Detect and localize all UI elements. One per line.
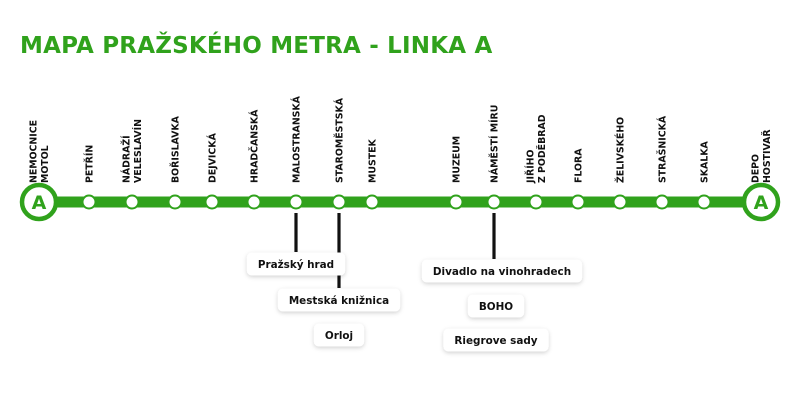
place-card-mestska-kniznica[interactable]: Mestská knižnica [277, 288, 401, 312]
station-borislavka[interactable] [167, 194, 183, 210]
line-letter: A [32, 192, 47, 214]
station-nadrazi-veleslavin[interactable] [124, 194, 140, 210]
place-card-background [246, 252, 346, 276]
station-muzeum[interactable] [448, 194, 464, 210]
station-label-nemocnice-motol: NEMOCNICEMOTOL [29, 120, 52, 183]
station-petrin[interactable] [81, 194, 97, 210]
place-card-label: Mestská knižnica [289, 295, 389, 307]
place-card-background [421, 259, 583, 283]
station-jiriho-z-podebrad[interactable] [528, 194, 544, 210]
station-labels: NEMOCNICEMOTOL PETŘÍN NÁDRAŽÍVELESLAVÍN BOŘ… [29, 95, 774, 184]
place-card-background [467, 294, 525, 318]
terminal-marker-icon [19, 182, 59, 222]
terminal-depo-hostivar[interactable]: A [741, 182, 781, 222]
station-malostranska[interactable] [288, 194, 304, 210]
terminal-marker-icon [741, 182, 781, 222]
station-label-staromestska: STAROMĚSTSKÁ [333, 97, 345, 183]
place-card-background [277, 288, 401, 312]
station-label-borislavka: BOŘISLAVKA [169, 115, 181, 183]
station-namesti-miru[interactable] [486, 194, 502, 210]
station-label-malostranska: MALOSTRANSKÁ [290, 95, 302, 183]
station-skalka[interactable] [696, 194, 712, 210]
station-mustek[interactable] [364, 194, 380, 210]
station-label-depo-hostivar: DEPOHOSTIVAŘ [751, 129, 774, 183]
station-staromestska[interactable] [331, 194, 347, 210]
place-card-prazsky-hrad[interactable]: Pražský hrad [246, 252, 346, 276]
station-label-hradcanska: HRADČANSKÁ [248, 109, 260, 183]
station-label-mustek: MUSTEK [367, 139, 378, 183]
station-label-strasnicka: STRAŠNICKÁ [656, 115, 668, 183]
place-card-background [313, 323, 365, 347]
station-hradcanska[interactable] [246, 194, 262, 210]
station-label-petrin: PETŘÍN [83, 145, 95, 183]
place-card-background [443, 328, 549, 352]
place-card-divadlo-na-vinohradech[interactable]: Divadlo na vinohradech [421, 259, 583, 283]
place-card-riegrove-sady[interactable]: Riegrove sady [443, 328, 549, 352]
station-label-namesti-miru: NÁMĚSTÍ MÍRU [488, 105, 500, 183]
station-label-flora: FLORA [573, 148, 584, 183]
terminal-nemocnice-motol[interactable]: A [19, 182, 59, 222]
station-label-muzeum: MUZEUM [451, 136, 462, 183]
place-card-label: BOHO [479, 301, 513, 313]
place-card-label: Divadlo na vinohradech [433, 266, 571, 278]
station-flora[interactable] [570, 194, 586, 210]
map-title: MAPA PRAŽSKÉHO METRA - LINKA A [20, 33, 493, 59]
place-card-label: Orloj [325, 330, 353, 342]
place-card-label: Pražský hrad [258, 259, 334, 271]
station-label-nadrazi-veleslavin: NÁDRAŽÍVELESLAVÍN [121, 119, 144, 183]
station-label-jiriho-z-podebrad: JIŘÍHOZ PODĚBRAD [525, 114, 549, 184]
place-card-boho[interactable]: BOHO [467, 294, 525, 318]
station-label-zelivskeho: ŽELIVSKÉHO [614, 117, 626, 183]
station-zelivskeho[interactable] [612, 194, 628, 210]
station-label-dejvicka: DEJVICKÁ [206, 132, 218, 183]
place-card-label: Riegrove sady [454, 335, 537, 347]
line-letter: A [754, 192, 769, 214]
station-dejvicka[interactable] [204, 194, 220, 210]
place-card-orloj[interactable]: Orloj [313, 323, 365, 347]
station-label-skalka: SKALKA [699, 140, 710, 183]
station-strasnicka[interactable] [654, 194, 670, 210]
